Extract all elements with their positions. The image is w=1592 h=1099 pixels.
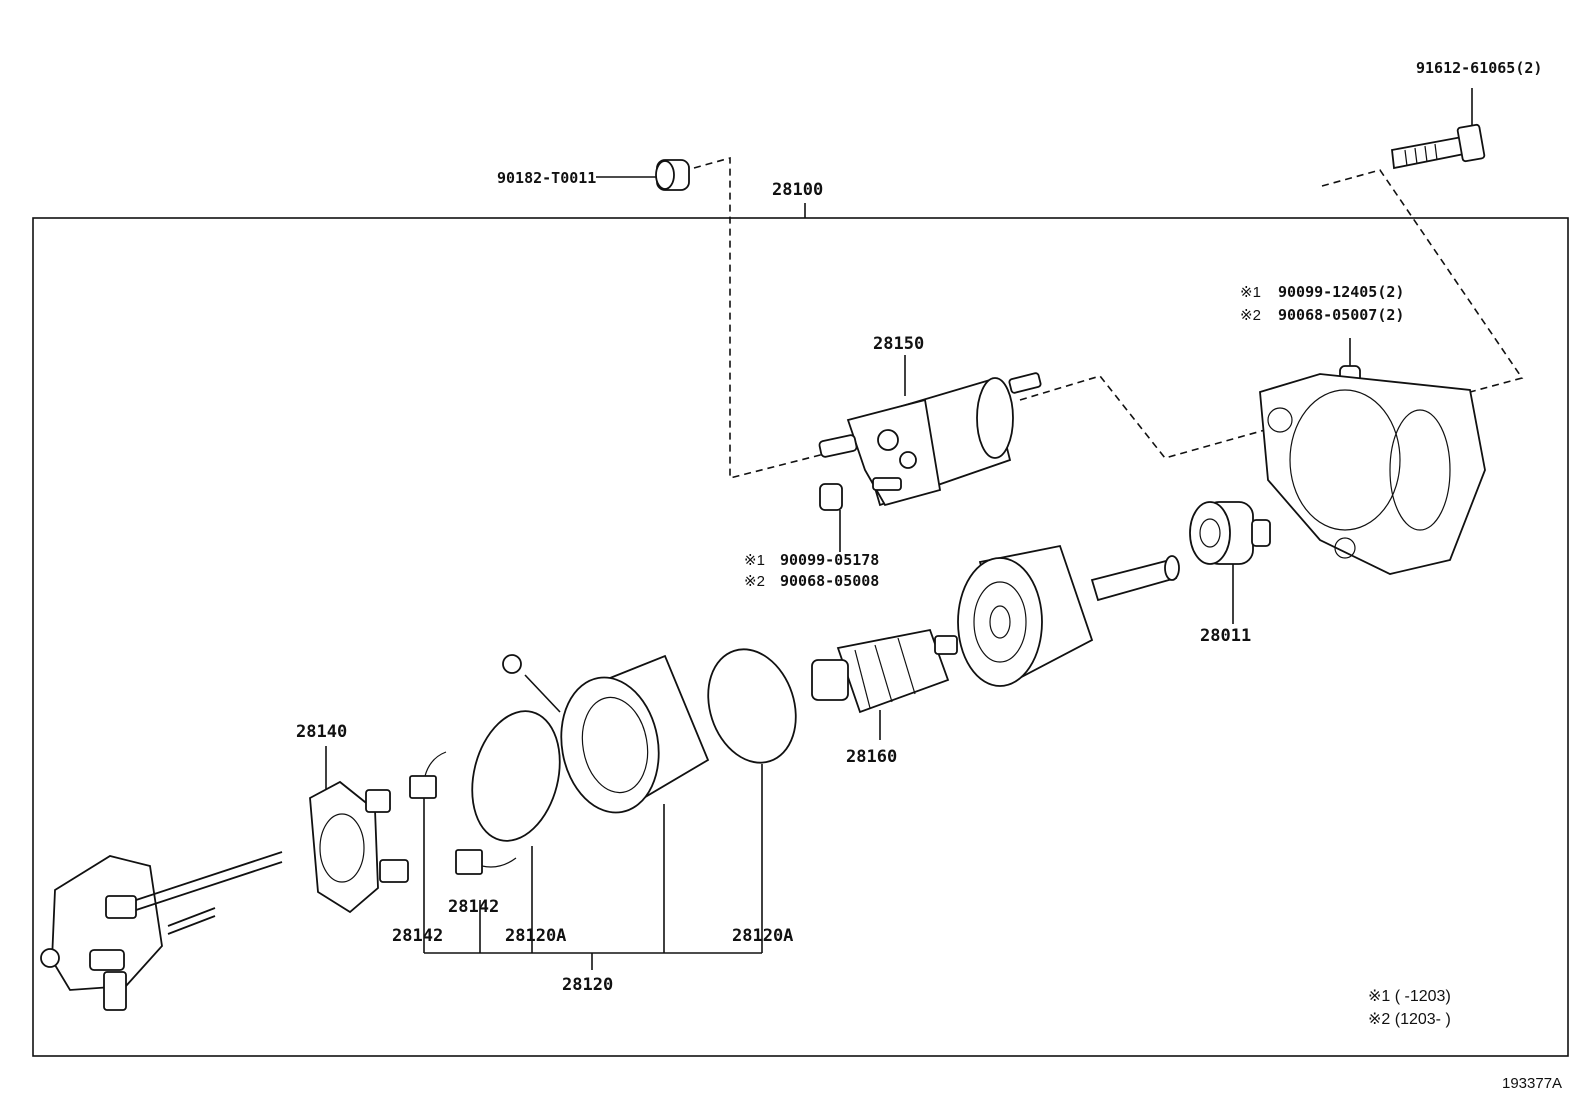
nut-mid-marker-1: ※1 — [744, 552, 765, 569]
nut-mid-marker-2: ※2 — [744, 573, 765, 590]
cap-part — [596, 159, 690, 191]
oring-b-label: 28120A — [732, 926, 793, 946]
yoke-part — [502, 654, 710, 953]
solenoid-label: 28150 — [873, 334, 924, 354]
legend-line-1: ※1 ( -1203) — [1368, 988, 1451, 1005]
end-frame-part — [40, 851, 283, 1011]
bolt-dashed-line — [1321, 169, 1524, 393]
assembly-frame — [32, 217, 1569, 1057]
brush-a-label: 28142 — [392, 926, 443, 946]
nut-top-marker-2: ※2 — [1240, 307, 1261, 324]
brush-holder-part — [309, 746, 409, 914]
yoke-label: 28120 — [562, 975, 613, 995]
bolt-label: 91612-61065(2) — [1416, 59, 1542, 77]
nut-mid-label-1: 90099-05178 — [780, 551, 879, 569]
solenoid-part — [818, 355, 1042, 507]
clutch-label: 28011 — [1200, 626, 1251, 646]
nut-mid-label-2: 90068-05008 — [780, 572, 879, 590]
solenoid-dashed-line — [1019, 375, 1266, 459]
assembly-label: 28100 — [772, 180, 823, 200]
cap-label: 90182-T0011 — [497, 169, 596, 187]
gear-housing-part — [957, 544, 1180, 687]
armature-label: 28160 — [846, 747, 897, 767]
bolt-part — [1391, 88, 1486, 170]
drive-housing-part — [1259, 373, 1486, 575]
clutch-part — [1189, 501, 1271, 624]
diagram-code: 193377A — [1502, 1075, 1562, 1092]
cap-dashed-line — [693, 156, 833, 480]
nut-top-marker-1: ※1 — [1240, 284, 1261, 301]
nut-top-label-1: 90099-12405(2) — [1278, 283, 1404, 301]
brush-upper-part — [409, 751, 447, 953]
armature-part — [811, 628, 958, 740]
nut-top-label-2: 90068-05007(2) — [1278, 306, 1404, 324]
brush-b-label: 28142 — [448, 897, 499, 917]
nut-mid-part — [819, 483, 843, 552]
brush-holder-label: 28140 — [296, 722, 347, 742]
oring-left-part — [471, 710, 561, 842]
brush-lower-part — [455, 849, 517, 875]
oring-a-label: 28120A — [505, 926, 566, 946]
oring-right-part — [707, 648, 797, 764]
legend-line-2: ※2 (1203- ) — [1368, 1011, 1451, 1028]
